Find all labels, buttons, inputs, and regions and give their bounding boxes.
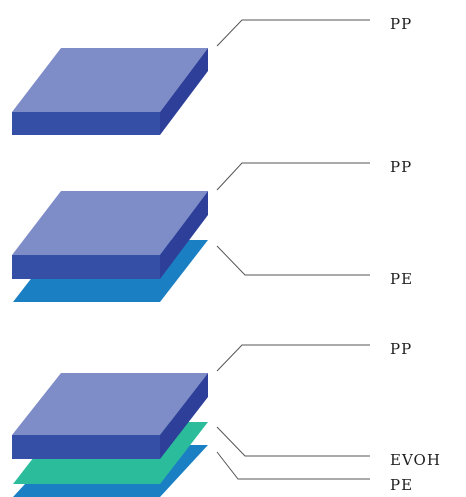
pp-block-front	[12, 112, 160, 135]
pp-block-top	[12, 191, 208, 255]
leader-line-pp	[216, 162, 370, 191]
pp-block	[12, 373, 208, 459]
pp-block-side	[160, 191, 208, 279]
pp-block	[12, 48, 208, 135]
pp-block-top	[12, 48, 208, 112]
leader-line-pe	[216, 451, 370, 480]
leader-line-pe	[216, 245, 370, 276]
pp-block-side	[160, 48, 208, 135]
leader-line-evoh	[216, 426, 370, 457]
structure-2: PP PE	[12, 158, 413, 302]
label-evoh: EVOH	[390, 451, 441, 469]
label-pe: PE	[390, 270, 413, 288]
label-pp: PP	[390, 15, 412, 33]
label-pe: PE	[390, 476, 413, 494]
pp-block-top	[12, 373, 208, 435]
leader-line-pp	[216, 344, 370, 372]
label-pp: PP	[390, 158, 412, 176]
structure-1: PP	[12, 15, 412, 135]
pp-block	[12, 191, 208, 279]
pp-block-front	[12, 255, 160, 279]
leader-line-pp	[216, 19, 370, 47]
pp-block-front	[12, 435, 160, 459]
structure-3: PP EVOH PE	[12, 340, 441, 497]
pp-block-side	[160, 373, 208, 459]
label-pp: PP	[390, 340, 412, 358]
